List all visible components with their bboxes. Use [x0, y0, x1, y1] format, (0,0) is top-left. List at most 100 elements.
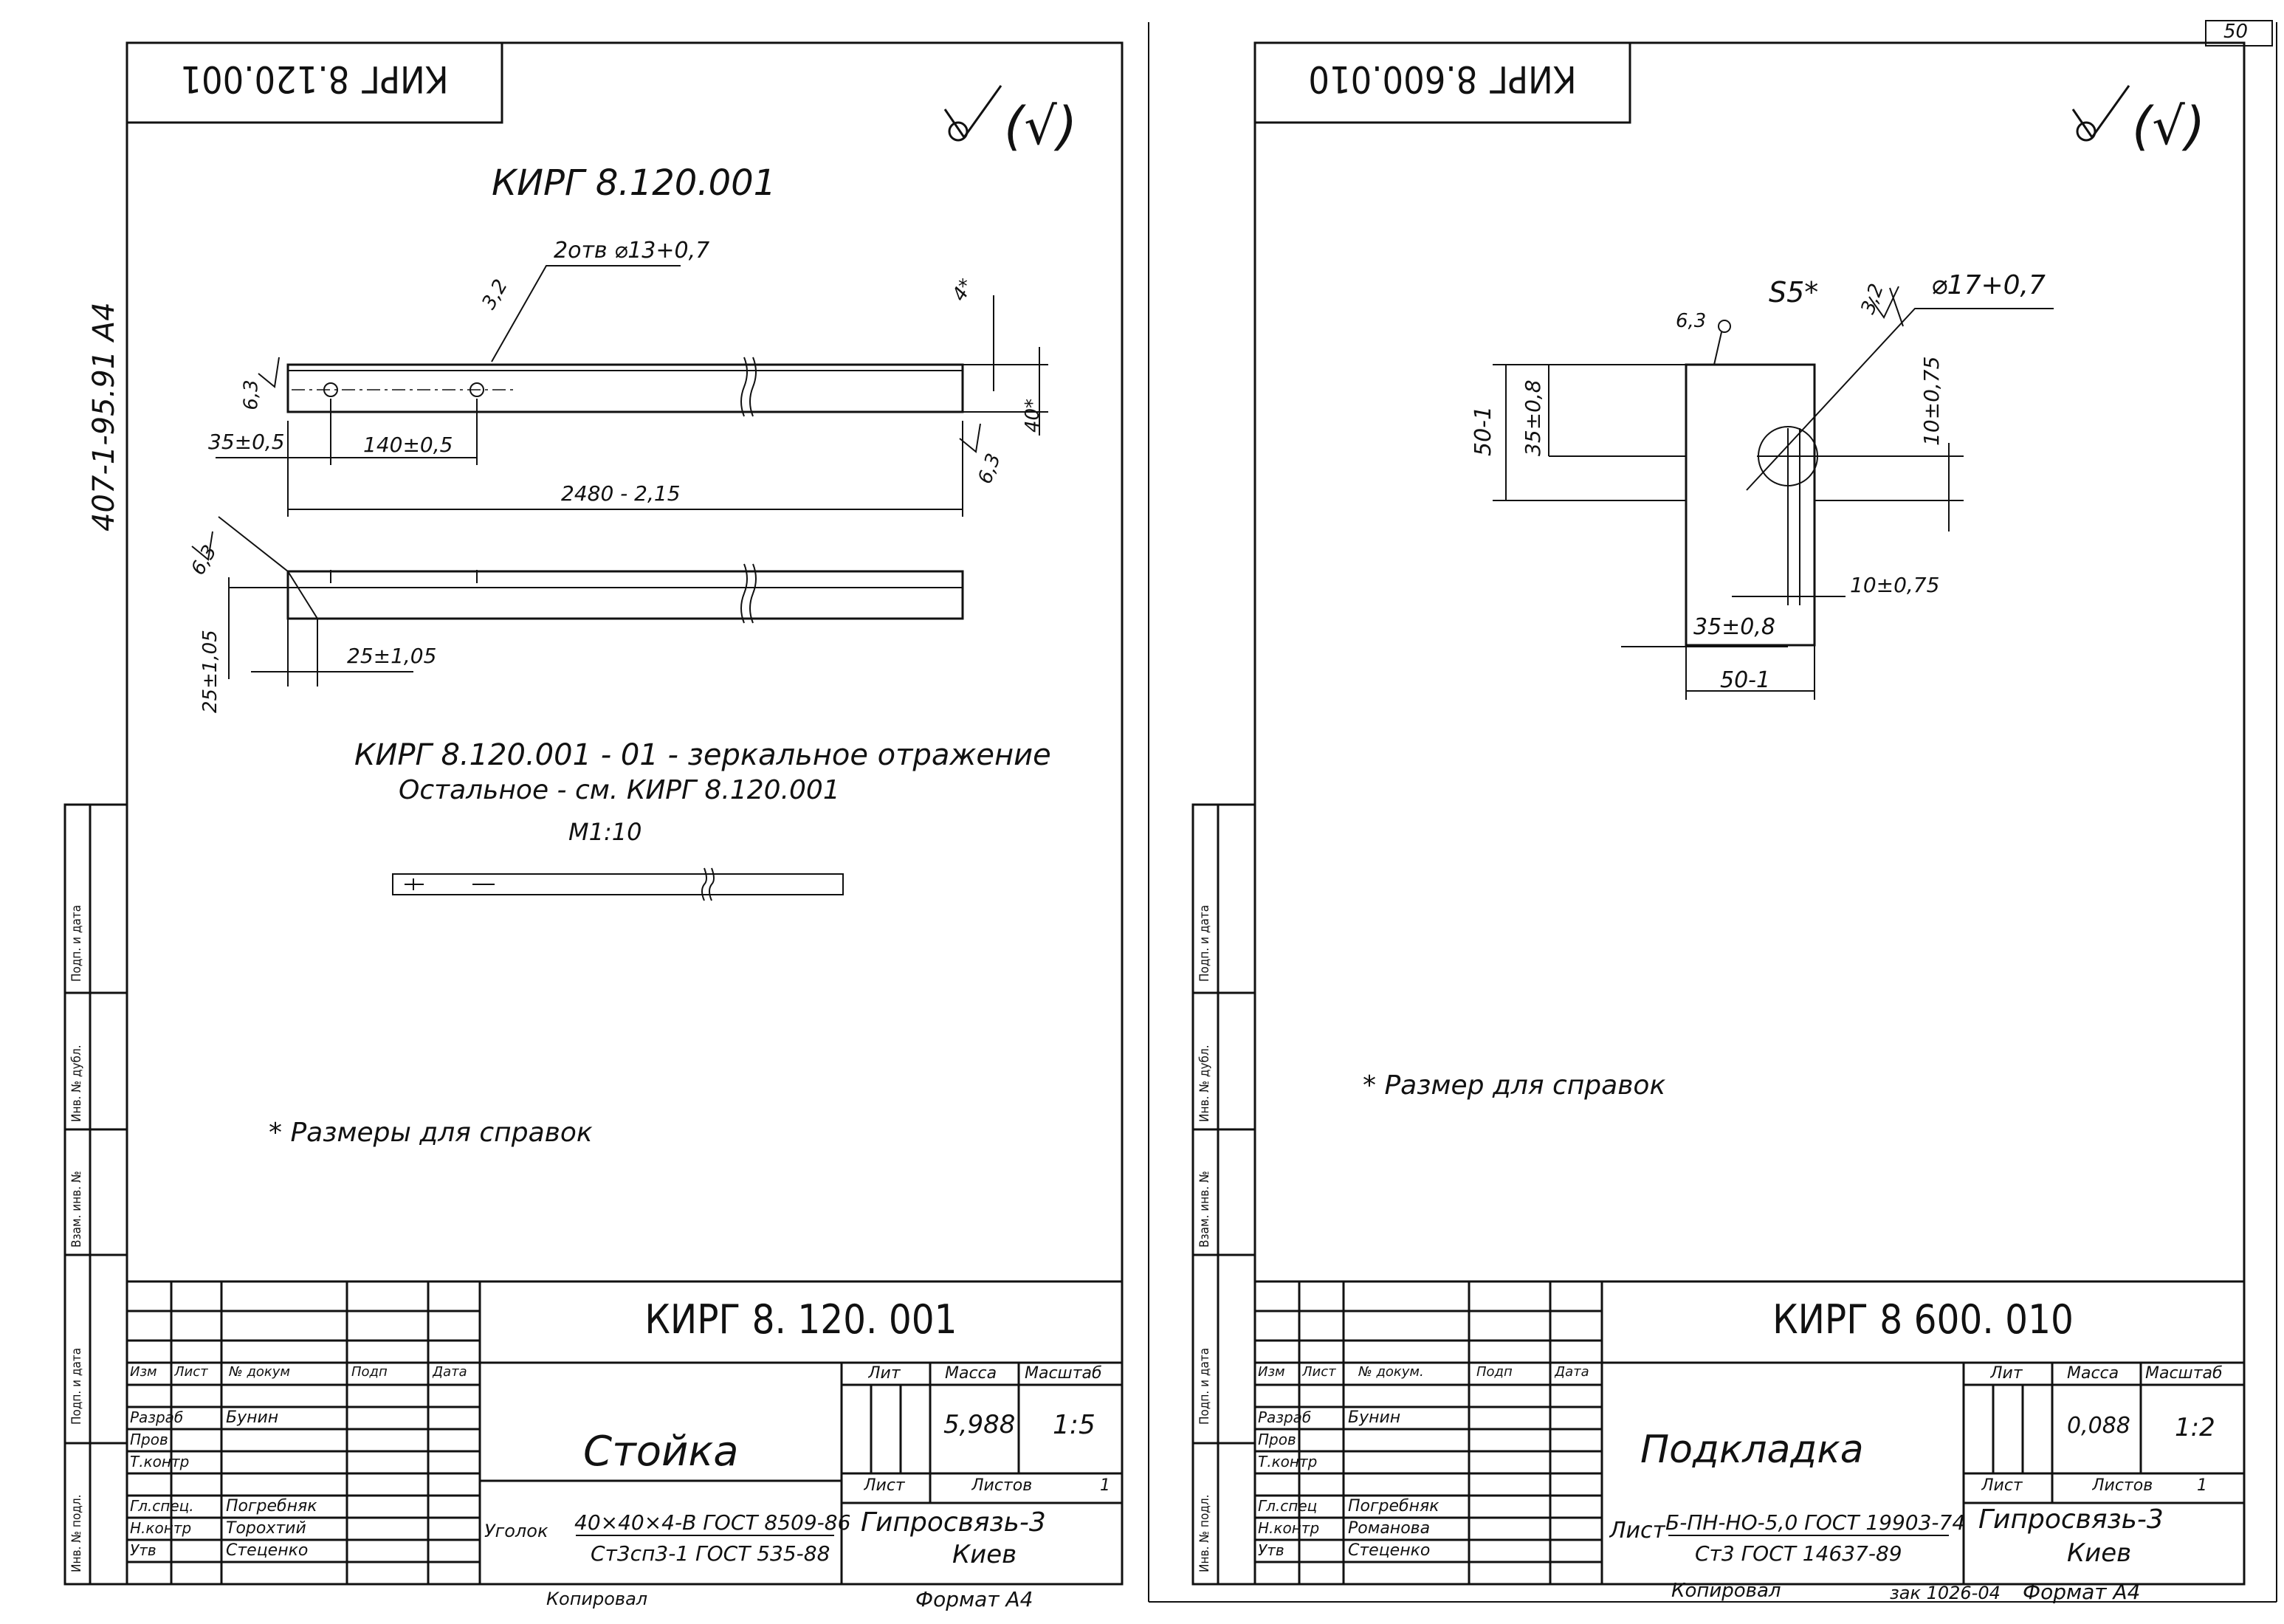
left-bar-top-view	[216, 265, 1048, 517]
right-org-line1: Гипросвязь-3	[1978, 1504, 2164, 1535]
right-person-3: Погребняк	[1348, 1497, 1439, 1515]
right-side-label-1: Подп. и дата	[1197, 904, 1212, 982]
right-note-rough63: 6,3	[1676, 310, 1707, 332]
right-mass-value: 0,088	[2067, 1413, 2130, 1439]
left-role-4: Н.контр	[130, 1519, 192, 1537]
right-footnote: * Размер для справок	[1363, 1070, 1666, 1101]
right-side-label-3: Взам. инв. №	[1197, 1171, 1212, 1248]
right-sheets-value: 1	[2197, 1476, 2207, 1495]
left-note-dim35: 35±0,5	[208, 430, 285, 454]
right-note-hole: ⌀17+0,7	[1931, 270, 2046, 300]
right-note-dim10h: 10±0,75	[1850, 573, 1940, 597]
left-mirror-bar	[392, 867, 844, 901]
right-roughness-paren: (√)	[2132, 96, 2206, 156]
right-hdr-date: Дата	[1555, 1364, 1589, 1380]
left-note-holes: 2отв ⌀13+0,7	[554, 238, 710, 264]
page-number: 50	[2223, 21, 2249, 43]
right-sheet-label: Лист	[1981, 1476, 2023, 1495]
left-part-name: Стойка	[583, 1428, 739, 1476]
right-lit-label: Лит	[1990, 1364, 2023, 1383]
right-material-line1: Б-ПН-НО-5,0 ГОСТ 19903-74	[1665, 1510, 1966, 1535]
left-person-3: Погребняк	[226, 1497, 317, 1515]
left-hdr-doc: № докум	[229, 1364, 291, 1380]
right-person-5: Стеценко	[1348, 1541, 1431, 1560]
left-role-1: Пров	[130, 1431, 168, 1448]
left-role-5: Утв	[130, 1541, 156, 1559]
right-hdr-izm: Изм	[1258, 1364, 1285, 1380]
left-org-line2: Киев	[952, 1540, 1017, 1569]
left-side-label-5: Инв. № подл.	[69, 1494, 84, 1572]
left-note-dim25h: 25±1,05	[347, 644, 437, 668]
right-designation: КИРГ 8 600. 010	[1772, 1296, 2074, 1343]
left-lit-label: Лит	[868, 1364, 901, 1383]
right-hdr-doc: № докум.	[1358, 1364, 1424, 1380]
right-role-2: Т.контр	[1258, 1453, 1318, 1470]
right-rotated-stamp: КИРГ 8.600.010	[1308, 58, 1577, 100]
right-part-name: Подкладка	[1640, 1428, 1864, 1472]
left-side-label-1: Подп. и дата	[69, 904, 84, 982]
left-scale-value: 1:5	[1053, 1410, 1095, 1440]
right-order: зак 1026-04	[1890, 1583, 2001, 1603]
left-sheet-label: Лист	[864, 1476, 905, 1495]
right-role-0: Разраб	[1258, 1408, 1312, 1426]
right-plate	[1493, 286, 2054, 700]
left-sheet-frame	[125, 41, 1124, 1586]
right-role-1: Пров	[1258, 1431, 1296, 1448]
left-sheets-label: Листов	[971, 1476, 1033, 1495]
right-note-dim35h: 35±0,8	[1693, 614, 1776, 640]
left-side-label-3: Взам. инв. №	[69, 1171, 84, 1248]
right-hdr-list: Лист	[1302, 1364, 1336, 1380]
left-scale-label: Масштаб	[1025, 1364, 1102, 1383]
right-role-4: Н.контр	[1258, 1519, 1320, 1537]
left-mirror-line1: КИРГ 8.120.001 - 01 - зеркальное отражен…	[354, 738, 1051, 772]
left-title-block-lines	[127, 1280, 1122, 1584]
right-note-dim10v: 10±0,75	[1919, 356, 1944, 446]
left-mirror-line2: Остальное - см. КИРГ 8.120.001	[399, 775, 840, 805]
right-person-4: Романова	[1348, 1519, 1431, 1538]
left-role-2: Т.контр	[130, 1453, 190, 1470]
left-org-line1: Гипросвязь-3	[861, 1507, 1046, 1538]
left-note-dim25v: 25±1,05	[199, 630, 221, 713]
left-note-dim2480: 2480 - 2,15	[561, 481, 681, 506]
left-person-4: Торохтий	[226, 1519, 306, 1538]
left-note-dim40: 40*	[1022, 398, 1045, 433]
left-note-dim140: 140±0,5	[363, 433, 453, 457]
left-material-prefix: Уголок	[484, 1521, 548, 1541]
left-hdr-list: Лист	[174, 1364, 208, 1380]
left-side-label-2: Инв. № дубл.	[69, 1045, 84, 1122]
left-person-0: Бунин	[226, 1408, 279, 1427]
left-hdr-izm: Изм	[130, 1364, 157, 1380]
right-mass-label: Масса	[2067, 1364, 2119, 1383]
right-note-dim50v: 50-1	[1471, 405, 1496, 456]
right-format: Формат А4	[2023, 1580, 2141, 1604]
left-material-line2: Ст3сп3-1 ГОСТ 535-88	[591, 1541, 830, 1566]
right-hdr-sign: Подп	[1476, 1364, 1513, 1380]
left-mass-value: 5,988	[943, 1410, 1016, 1439]
left-format: Формат А4	[915, 1587, 1033, 1611]
right-note-s5: S5*	[1769, 276, 1819, 309]
left-footnote: * Размеры для справок	[269, 1118, 593, 1148]
left-hdr-date: Дата	[433, 1364, 467, 1380]
left-role-0: Разраб	[130, 1408, 184, 1426]
right-roughness-symbol	[2071, 85, 2130, 142]
left-side-columns	[63, 803, 128, 1586]
left-scale-note: М1:10	[568, 818, 642, 846]
right-material-prefix: Лист	[1609, 1518, 1666, 1544]
left-sheets-value: 1	[1100, 1476, 1110, 1495]
right-note-dim35v: 35±0,8	[1521, 379, 1545, 456]
right-side-columns	[1191, 803, 1256, 1586]
left-note-rough63a: 6,3	[240, 379, 263, 410]
left-copied: Копировал	[546, 1589, 648, 1609]
right-sheet-frame	[1253, 41, 2246, 1586]
right-side-label-5: Инв. № подл.	[1197, 1494, 1212, 1572]
right-org-line2: Киев	[2067, 1538, 2132, 1568]
left-material-line1: 40×40×4-В ГОСТ 8509-86	[574, 1510, 851, 1535]
margin-label: 407-1-95.91 A4	[87, 302, 121, 531]
left-drawing-title: КИРГ 8.120.001	[492, 162, 777, 204]
right-title-block-lines	[1255, 1280, 2244, 1584]
left-roughness-symbol	[943, 85, 1002, 142]
left-side-label-4: Подп. и дата	[69, 1347, 84, 1425]
right-sheets-label: Листов	[2092, 1476, 2153, 1495]
left-role-3: Гл.спец.	[130, 1497, 194, 1515]
